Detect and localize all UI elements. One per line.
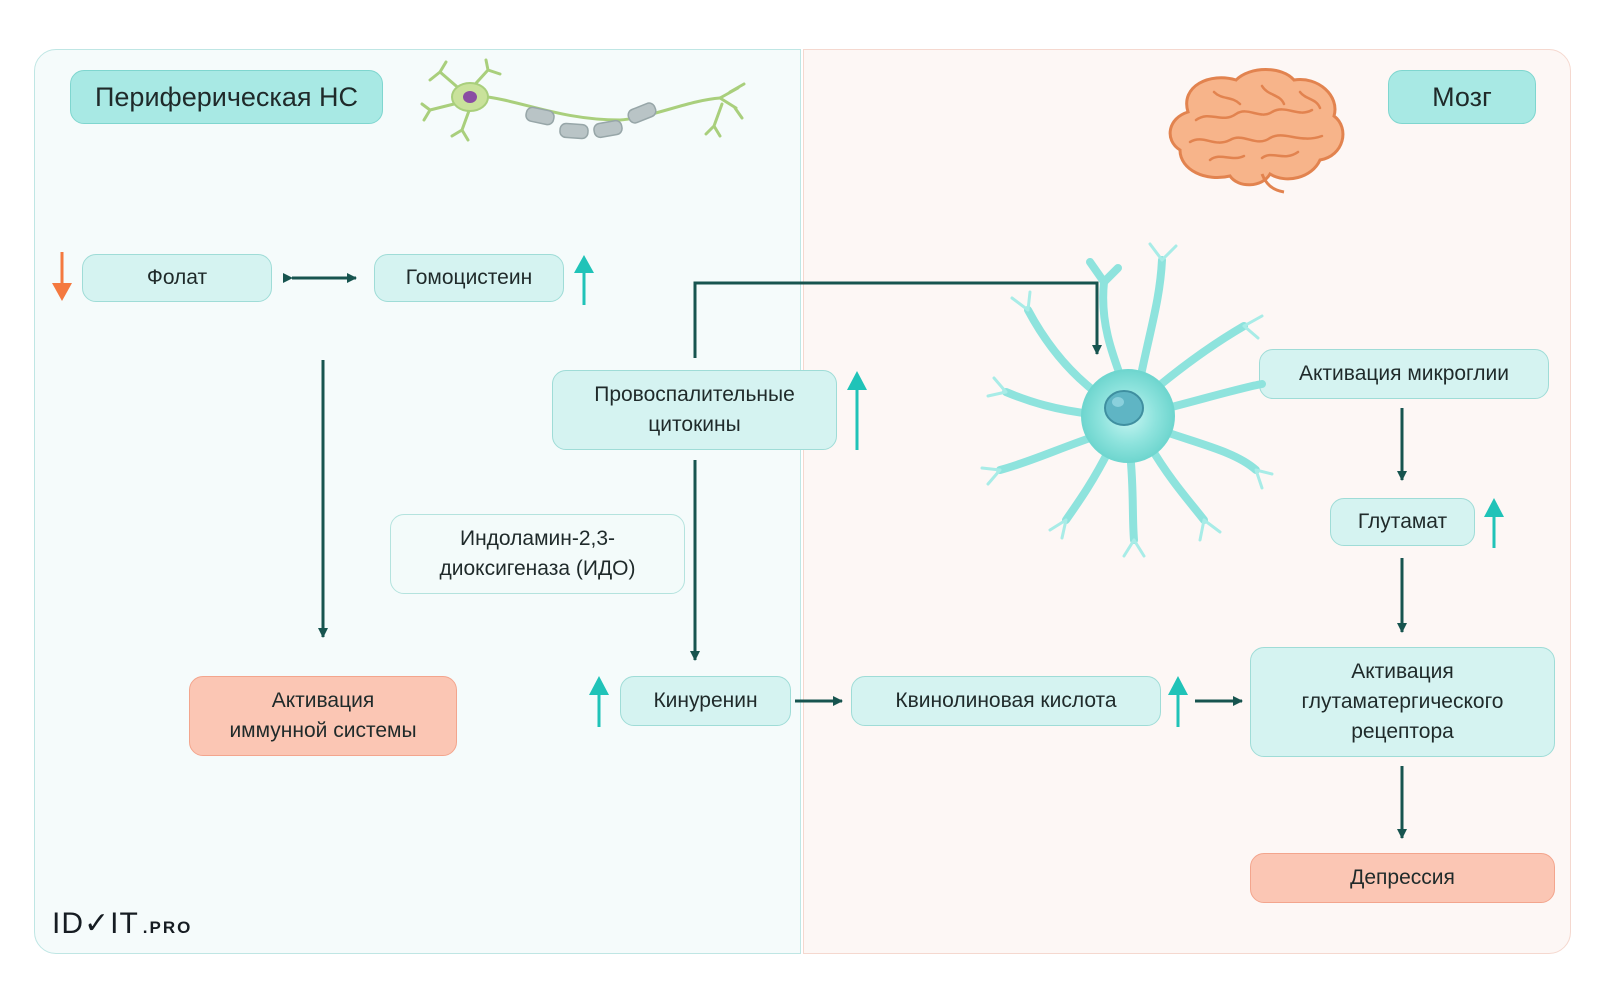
homocysteine-increase-arrow: [574, 255, 594, 305]
peripheral-ns-panel: [34, 49, 801, 954]
depression-box: Депрессия: [1250, 853, 1555, 903]
logo-suffix: .PRO: [142, 918, 193, 937]
microglia-activation-box: Активация микроглии: [1259, 349, 1549, 399]
neuron-icon: [420, 58, 746, 142]
quinolinic-acid-box: Квинолиновая кислота: [851, 676, 1161, 726]
microglia-icon: [980, 242, 1274, 558]
homocysteine-box: Гомоцистеин: [374, 254, 564, 302]
peripheral-ns-title: Периферическая НС: [70, 70, 383, 124]
glutamate-receptor-activation-box: Активация глутаматергического рецептора: [1250, 647, 1555, 757]
folate-decrease-arrow: [52, 252, 72, 301]
kynurenine-box: Кинуренин: [620, 676, 791, 726]
folate-box: Фолат: [82, 254, 272, 302]
immune-activation-box: Активация иммунной системы: [189, 676, 457, 756]
ido-box: Индоламин-2,3- диоксигеназа (ИДО): [390, 514, 685, 594]
glutamate-box: Глутамат: [1330, 498, 1475, 546]
proinflammatory-cytokines-box: Провоспалительные цитокины: [552, 370, 837, 450]
kynurenine-increase-arrow: [589, 676, 609, 727]
cytokines-to-microglia-arrow: [693, 281, 1102, 358]
brain-icon: [1168, 68, 1345, 194]
idvit-logo: ID✓IT.PRO: [52, 906, 192, 941]
cytokines-increase-arrow: [847, 371, 867, 450]
quinolinic-increase-arrow: [1168, 676, 1188, 727]
brain-title: Мозг: [1388, 70, 1536, 124]
glutamate-increase-arrow: [1484, 498, 1504, 548]
logo-main: ID✓IT: [52, 907, 139, 940]
